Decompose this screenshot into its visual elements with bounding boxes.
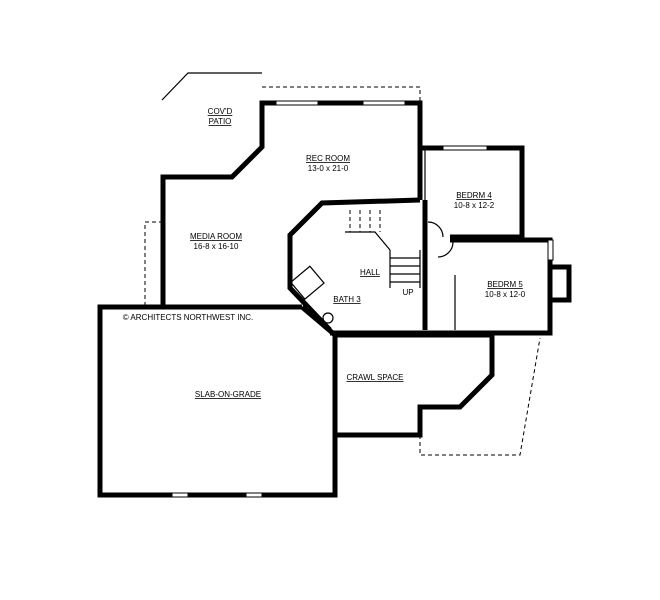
dashed-outlines — [144, 86, 541, 456]
bath3-label: BATH 3 — [333, 295, 361, 304]
bedrm4-size: 10-8 x 12-2 — [454, 201, 495, 210]
patio-label-2: PATIO — [209, 117, 232, 126]
bedrm4-label: BEDRM 4 — [456, 191, 492, 200]
media-room-size: 16-8 x 16-10 — [194, 242, 239, 251]
slab-label: SLAB-ON-GRADE — [195, 390, 261, 399]
rec-room-label: REC ROOM — [306, 154, 350, 163]
walls — [97, 72, 572, 498]
crawl-space-label: CRAWL SPACE — [346, 373, 403, 382]
bedrm5-label: BEDRM 5 — [487, 280, 523, 289]
hall-label: HALL — [360, 268, 381, 277]
rec-room-size: 13-0 x 21-0 — [308, 164, 349, 173]
stairs — [345, 210, 421, 288]
patio-label-1: COV'D — [208, 107, 233, 116]
windows — [171, 100, 554, 498]
stairs-up-label: UP — [402, 288, 413, 297]
media-room-label: MEDIA ROOM — [190, 232, 242, 241]
bedrm5-size: 10-8 x 12-0 — [485, 290, 526, 299]
copyright: © ARCHITECTS NORTHWEST INC. — [123, 313, 254, 322]
